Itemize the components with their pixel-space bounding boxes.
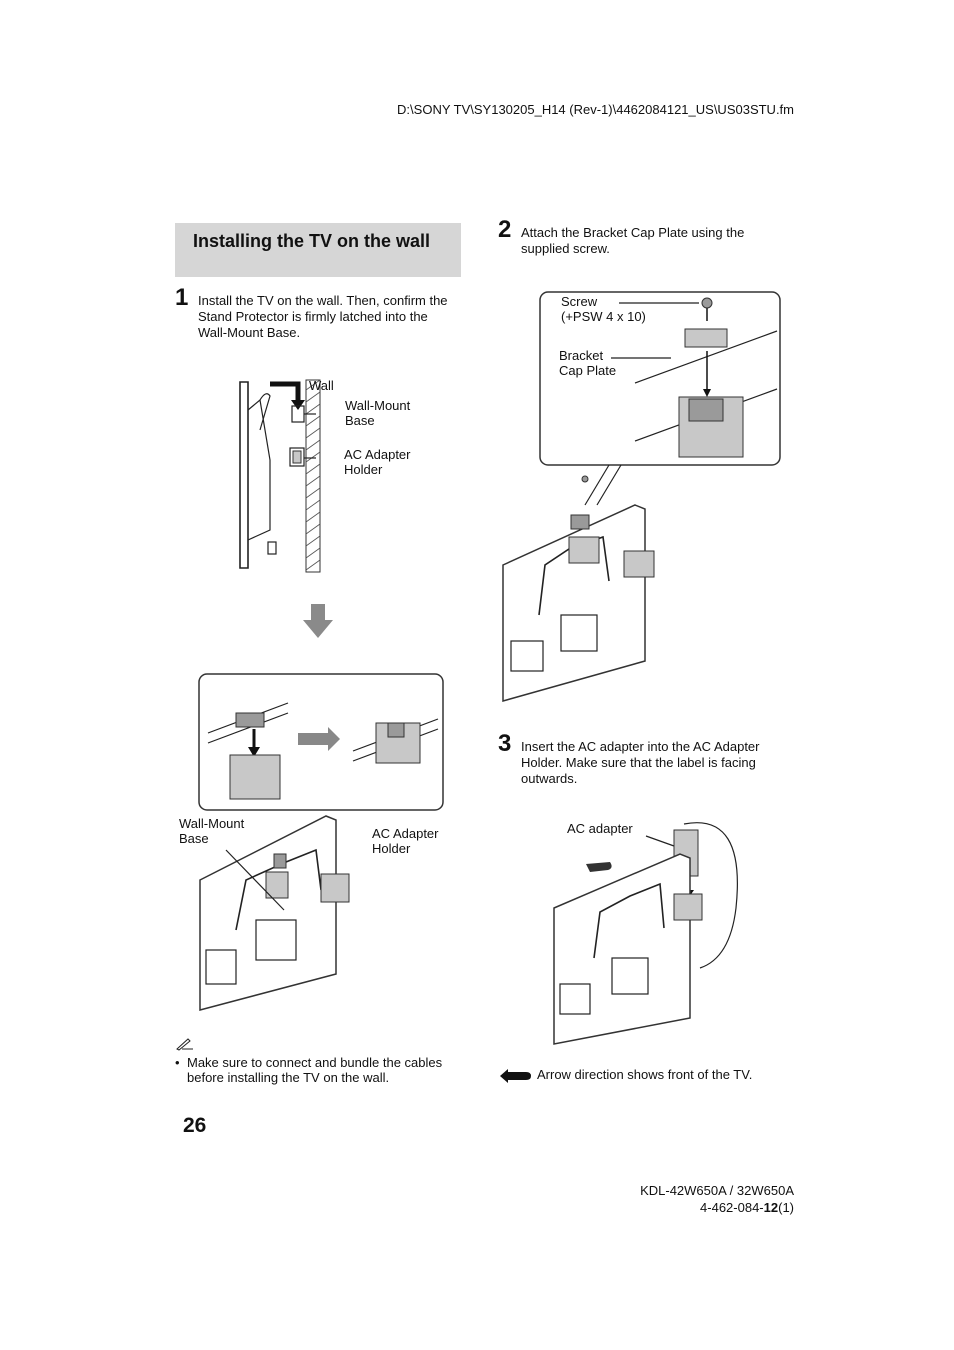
document-code-suffix: (1) [778, 1200, 794, 1215]
document-code: 4-462-084-12(1) [700, 1200, 794, 1216]
figure-tv-back-bracket [502, 464, 655, 702]
step-3-number: 3 [498, 730, 512, 757]
figure-ac-adapter-install [553, 822, 738, 1045]
legend-text: Arrow direction shows front of the TV. [537, 1067, 753, 1082]
figure-tv-back-with-mount [199, 815, 350, 1011]
file-path-header: D:\SONY TV\SY130205_H14 (Rev-1)\44620841… [397, 102, 794, 117]
down-arrow-icon [303, 604, 333, 638]
page-number: 26 [183, 1114, 207, 1137]
ac-adapter-holder-label: AC Adapter Holder [344, 447, 411, 477]
figure-stand-protector-detail [198, 673, 444, 811]
ac-adapter-holder-label-2: AC Adapter Holder [372, 826, 439, 856]
document-code-bold: 12 [763, 1200, 779, 1215]
note-text: Make sure to connect and bundle the cabl… [187, 1055, 443, 1085]
model-number: KDL-42W650A / 32W650A [640, 1183, 794, 1198]
step-3-text: Insert the AC adapter into the AC Adapte… [521, 739, 760, 786]
document-code-prefix: 4-462-084- [700, 1200, 764, 1215]
note-bullet: • [175, 1055, 180, 1070]
section-heading-box: Installing the TV on the wall [175, 223, 461, 277]
wall-mount-base-label: Wall-Mount Base [345, 398, 411, 428]
wall-label: Wall [309, 378, 334, 393]
section-title: Installing the TV on the wall [193, 231, 431, 251]
figure-side-view-illustration [239, 379, 321, 573]
ac-adapter-label: AC adapter [567, 821, 633, 836]
step-2-number: 2 [498, 216, 512, 243]
wall-mount-base-label-2: Wall-Mount Base [179, 816, 245, 846]
front-arrow-icon [500, 1069, 531, 1083]
step-2-text: Attach the Bracket Cap Plate using the s… [521, 225, 745, 256]
bracket-cap-plate-label: Bracket Cap Plate [559, 348, 617, 378]
step-1-number: 1 [175, 284, 189, 311]
step-1-text: Install the TV on the wall. Then, confir… [198, 293, 448, 340]
figure-bracket-cap-plate-detail [539, 291, 781, 466]
note-pencil-icon [176, 1038, 193, 1051]
screw-label: Screw (+PSW 4 x 10) [561, 294, 646, 324]
